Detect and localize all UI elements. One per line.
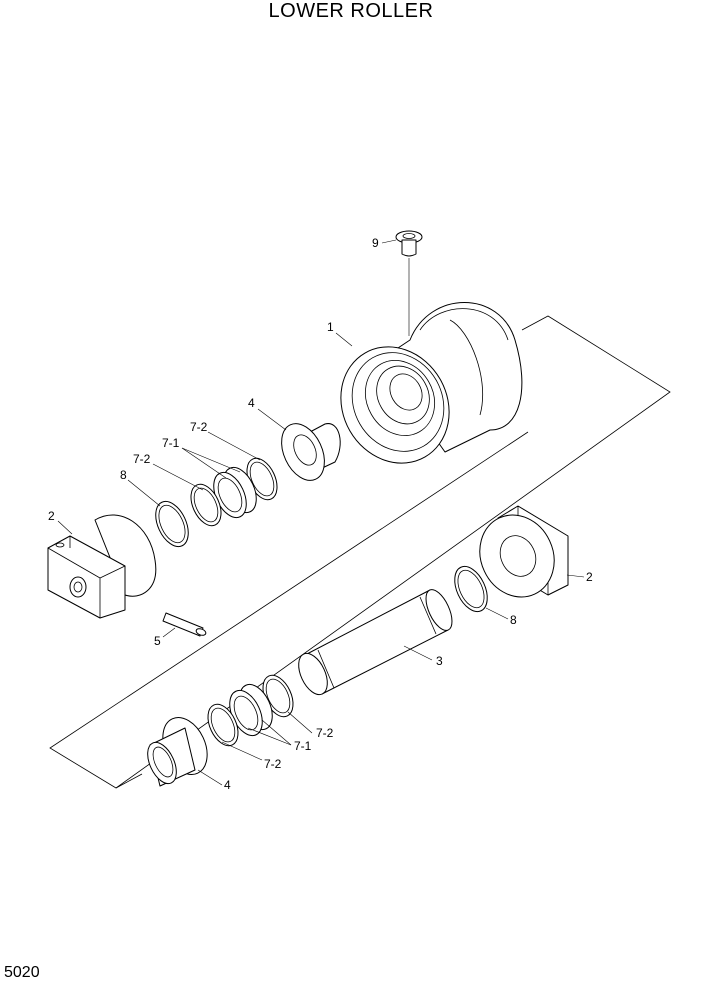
page-number: 5020 [4,964,40,981]
callout-8-left: 8 [120,468,127,482]
o-ring-part-8-left [155,500,189,548]
collar-part-2-right [479,505,569,598]
floating-seal-group-bottom [207,674,294,747]
callout-8-right: 8 [510,613,517,627]
callout-labels: 9 1 4 7-2 7-1 7-2 8 2 5 2 8 3 7-2 7-1 7-… [48,236,593,792]
collar-part-2-left [47,514,157,619]
callout-4-top: 4 [248,396,255,410]
callout-9: 9 [372,236,379,250]
o-ring-part-8-right [454,565,488,613]
roller-body-part-1 [340,302,523,464]
bushing-part-4-top [281,423,341,481]
callout-7-2-d: 7-2 [264,757,282,771]
floating-seal-group-top [190,457,278,527]
pin-part-5 [162,612,207,637]
page-title: LOWER ROLLER [268,0,434,22]
callout-4-bottom: 4 [224,778,231,792]
leader-lines [57,239,585,786]
callout-1: 1 [327,320,334,334]
callout-7-2-c: 7-2 [316,726,334,740]
callout-2-right: 2 [586,570,593,584]
grease-plug-part-9 [395,230,423,336]
callout-7-2-a: 7-2 [190,420,208,434]
shaft-part-3 [298,589,453,696]
bushing-part-4-bottom [147,717,208,787]
callout-3: 3 [436,654,443,668]
callout-7-1-b: 7-1 [294,739,312,753]
assembly-boundary [49,315,671,789]
callout-2-left: 2 [48,509,55,523]
callout-7-2-b: 7-2 [133,452,151,466]
callout-5: 5 [154,634,161,648]
callout-7-1-a: 7-1 [162,436,180,450]
